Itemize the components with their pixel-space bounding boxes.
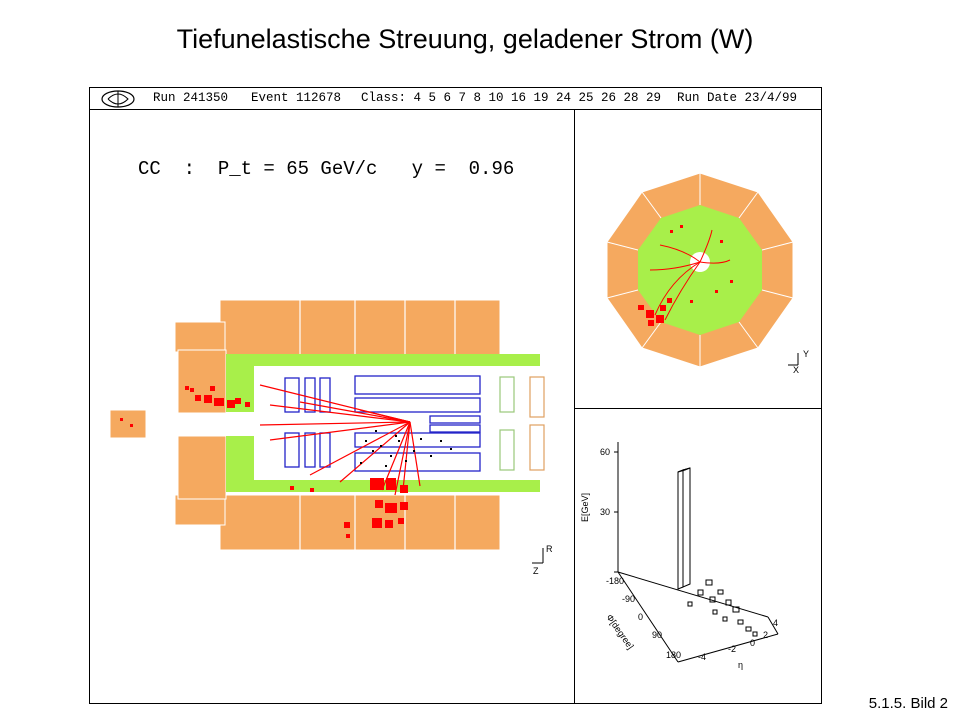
side-view-detector: R Z xyxy=(109,299,553,576)
lego-phi-tick-3: 0 xyxy=(638,612,643,622)
lego-eta-tick-2: 2 xyxy=(763,630,768,640)
lego-phi-tick-5: 180 xyxy=(666,650,681,660)
run-info-bar: Run 241350 Event 112678 Class: 4 5 6 7 8… xyxy=(90,88,821,110)
lego-eta-tick-1: 4 xyxy=(773,618,778,628)
lego-plot: 60 30 E[GeV] -180 -90 0 90 180 Φ[degree]… xyxy=(580,442,779,670)
run-number: Run 241350 xyxy=(153,91,229,105)
lego-eta-tick-4: -2 xyxy=(728,644,736,654)
radial-axis-y-label: Y xyxy=(803,349,810,359)
lego-e-tick-30: 30 xyxy=(600,507,610,517)
side-axis-z-label: Z xyxy=(533,566,539,576)
lego-eta-tick-3: 0 xyxy=(750,638,755,648)
event-display-frame: Run 241350 Event 112678 Class: 4 5 6 7 8… xyxy=(89,87,822,704)
lego-phi-axis-label: Φ[degree] xyxy=(604,612,635,651)
event-kinematics: CC : P_t = 65 GeV/c y = 0.96 xyxy=(138,158,515,180)
event-class: Class: 4 5 6 7 8 10 16 19 24 25 26 28 29 xyxy=(361,91,662,105)
lego-eta-axis-label: η xyxy=(738,660,743,670)
slide-number: 5.1.5. Bild 2 xyxy=(868,695,948,712)
radial-view-detector xyxy=(606,172,799,368)
lego-e-tick-60: 60 xyxy=(600,447,610,457)
lego-e-axis-label: E[GeV] xyxy=(580,493,590,522)
view-divider-horizontal xyxy=(575,408,821,409)
page-title: Tiefunelastische Streuung, geladener Str… xyxy=(176,24,754,54)
lego-phi-tick-1: -180 xyxy=(606,576,624,586)
lego-eta-tick-5: -4 xyxy=(698,652,706,662)
lego-phi-tick-4: 90 xyxy=(652,630,662,640)
lego-phi-tick-2: -90 xyxy=(622,594,635,604)
view-divider-vertical xyxy=(574,110,575,703)
run-date: Run Date 23/4/99 xyxy=(677,91,798,105)
h1-logo-icon xyxy=(101,90,135,108)
side-axis-r-label: R xyxy=(546,544,553,554)
event-number: Event 112678 xyxy=(251,91,342,105)
radial-axis-x-label: X xyxy=(793,365,800,375)
